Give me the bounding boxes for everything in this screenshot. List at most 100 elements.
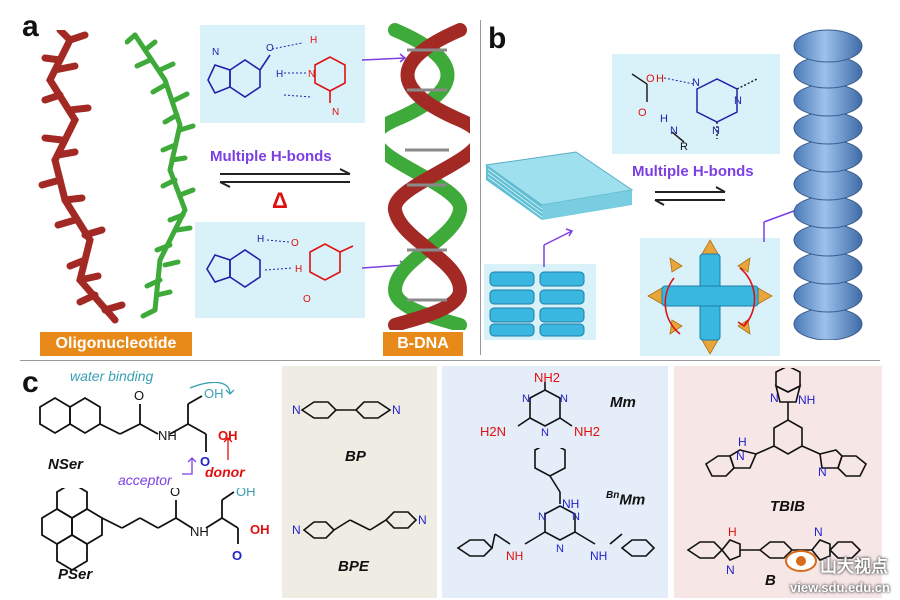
panel-divider-horizontal: [20, 360, 880, 361]
bpe-label-n1: N: [292, 523, 301, 537]
acceptor-donor-arrows: [182, 437, 233, 475]
equilibrium-arrows-a: [219, 168, 351, 188]
at-base-pair-structure: H O H O: [206, 234, 354, 305]
hb-label-o2: O: [638, 107, 647, 119]
hb-label-n: N: [670, 125, 678, 137]
bp-label-n1: N: [292, 403, 301, 417]
tbib-label: TBIB: [770, 498, 805, 515]
red-oligonucleotide-strand: [38, 30, 126, 324]
acceptor-note: acceptor: [118, 472, 172, 488]
bib-label: B: [765, 572, 776, 589]
bpe-label: BPE: [338, 558, 369, 575]
gc-label-o: O: [266, 43, 274, 54]
gc-label-h: H: [276, 69, 283, 80]
bnmm-label: BnMm: [606, 490, 645, 509]
tbib-label-h-left: H: [738, 435, 747, 449]
bnmm-label-nh-left: NH: [506, 549, 523, 563]
panel-letter-c: c: [22, 366, 39, 399]
pser-label-nh: NH: [190, 524, 209, 539]
gc-label-h2: H: [310, 35, 317, 46]
bp-label-n2: N: [392, 403, 401, 417]
bnmm-label-n2: N: [572, 511, 580, 523]
mm-label-n3: N: [541, 427, 549, 439]
bpe-label-n2: N: [418, 513, 427, 527]
panel-a-caption: Multiple H-bonds: [210, 148, 332, 165]
watermark-url: view.sdu.edu.cn: [790, 580, 890, 595]
tbib-label-n-left: N: [736, 449, 745, 463]
at-label-h2: H: [295, 264, 302, 275]
mm-label-nh2-top: NH2: [534, 370, 560, 385]
donor-note: donor: [205, 464, 245, 480]
hb-label-h2: H: [660, 113, 668, 125]
tbib-label-n-right: N: [818, 465, 827, 479]
pser-label-oh2: OH: [250, 522, 270, 537]
at-label-o: O: [291, 238, 299, 249]
delta-symbol: Δ: [272, 188, 288, 213]
panel-b-caption: Multiple H-bonds: [632, 163, 754, 180]
gc-label-n3: N: [332, 107, 339, 118]
bib-structure: H N N: [686, 525, 862, 577]
mm-bnmm-panel: [442, 366, 668, 598]
mm-structure: NH2 H2N NH2 N N N: [480, 370, 600, 439]
hbond-chemistry-structure: O H O H N R N N N: [631, 73, 758, 153]
nser-label-oh2: OH: [218, 428, 238, 443]
nser-label-o2: O: [200, 454, 210, 469]
b-dna-helix: [385, 23, 470, 330]
pser-label: PSer: [58, 566, 93, 583]
tbib-bib-panel: [674, 366, 882, 598]
tbib-structure: NH N H N N: [704, 368, 868, 479]
pser-label-o2: O: [232, 548, 242, 563]
bp-structure: N N: [292, 401, 401, 419]
water-binding-note: water binding: [70, 368, 154, 384]
rotating-cross: [647, 239, 773, 355]
mm-label-n1: N: [522, 393, 530, 405]
mm-label-n2: N: [560, 393, 568, 405]
pser-structure: O NH OH O OH: [41, 488, 270, 572]
nser-label-o1: O: [134, 388, 144, 403]
nser-structure: O NH OH O OH: [39, 382, 238, 469]
bib-label-n2: N: [814, 525, 823, 539]
nser-label-nh: NH: [158, 428, 177, 443]
mm-label-h2n: H2N: [480, 424, 506, 439]
panel-letter-b: b: [488, 22, 507, 55]
pser-label-oh1: OH: [236, 488, 256, 499]
hb-label-h: H: [656, 73, 664, 85]
bp-label: BP: [345, 448, 366, 465]
panel-divider-vertical: [480, 20, 481, 355]
tile-assembly: [489, 271, 585, 337]
stacked-sheet: [484, 151, 634, 220]
bpe-structure: N N: [292, 511, 427, 539]
hb-label-n2: N: [692, 77, 700, 89]
bnmm-label-main: Mm: [619, 491, 646, 509]
bnmm-structure: NH NH NH N N N: [456, 448, 656, 563]
mm-label-nh2-right: NH2: [574, 424, 600, 439]
oligonucleotide-label: Oligonucleotide: [40, 332, 192, 356]
hb-label-o: O: [646, 73, 655, 85]
tile-assembly-box: [484, 264, 596, 340]
at-label-h: H: [257, 234, 264, 245]
hb-label-n4: N: [712, 125, 720, 137]
nser-label: NSer: [48, 456, 84, 473]
gc-label-n2: N: [308, 69, 315, 80]
panel-letter-a: a: [22, 10, 39, 43]
hb-label-n3: N: [734, 95, 742, 107]
bp-bpe-panel: [282, 366, 437, 598]
pointer-tiles-to-sheet: [543, 228, 574, 267]
gc-base-pair-box: N O H H N N: [200, 25, 365, 123]
bib-label-h: H: [728, 525, 737, 539]
helical-fiber: [793, 29, 863, 340]
mm-label: Mm: [610, 394, 636, 411]
nser-label-oh1: OH: [204, 386, 224, 401]
gc-base-pair-structure: N O H H N N: [207, 35, 346, 118]
watermark-text: 山大视点: [820, 557, 888, 576]
rotating-cross-box: [640, 238, 780, 356]
tbib-label-n-top: N: [770, 391, 779, 405]
green-oligonucleotide-strand: [125, 32, 196, 319]
tbib-label-nh-top: NH: [798, 393, 815, 407]
hb-label-r: R: [680, 141, 688, 153]
bnmm-label-n3: N: [556, 543, 564, 555]
gc-label-n: N: [212, 47, 219, 58]
bnmm-label-nh-right: NH: [590, 549, 607, 563]
bnmm-label-n1: N: [538, 511, 546, 523]
bib-label-n: N: [726, 563, 735, 577]
